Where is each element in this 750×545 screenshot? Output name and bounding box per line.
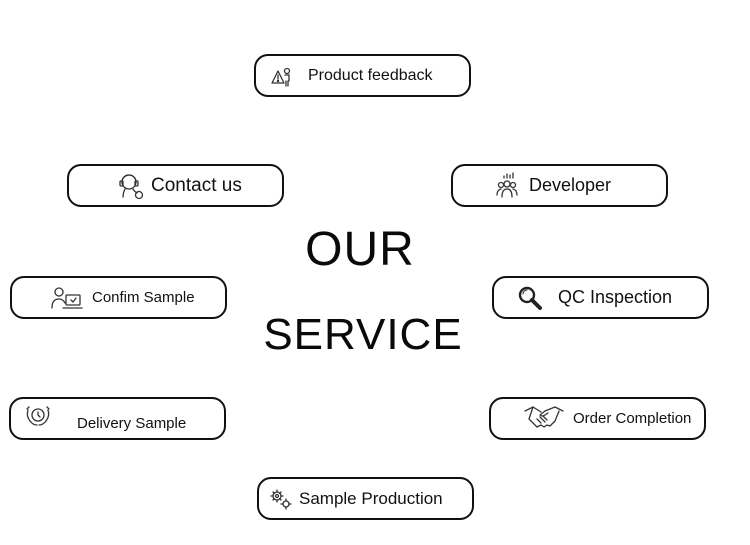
team-chart-icon <box>491 171 523 201</box>
order-completion-pill[interactable]: Order Completion <box>489 397 706 440</box>
confirm-sample-pill[interactable]: Confim Sample <box>10 276 227 319</box>
magnifier-icon <box>516 285 544 311</box>
qc-inspection-label: QC Inspection <box>558 287 673 307</box>
delivery-sample-pill[interactable]: Delivery Sample <box>9 397 226 440</box>
delivery-sample-label: Delivery Sample <box>77 415 187 432</box>
product-feedback-pill[interactable]: Product feedback <box>254 54 471 97</box>
product-feedback-label: Product feedback <box>308 66 433 84</box>
sample-production-pill[interactable]: Sample Production <box>257 477 474 520</box>
handshake-icon <box>523 403 565 429</box>
contact-us-label: Contact us <box>151 174 242 196</box>
hands-clock-icon <box>23 402 53 430</box>
developer-pill[interactable]: Developer <box>451 164 668 207</box>
confirm-sample-label: Confim Sample <box>92 289 195 306</box>
person-alert-icon <box>266 63 296 89</box>
headset-person-icon <box>115 171 147 201</box>
title-service: SERVICE <box>263 310 463 359</box>
contact-us-pill[interactable]: Contact us <box>67 164 284 207</box>
order-completion-label: Order Completion <box>573 410 692 427</box>
title-our: OUR <box>305 223 415 276</box>
developer-label: Developer <box>529 175 612 195</box>
gears-icon <box>267 486 295 512</box>
person-computer-icon <box>48 284 84 312</box>
qc-inspection-pill[interactable]: QC Inspection <box>492 276 709 319</box>
sample-production-label: Sample Production <box>299 488 443 508</box>
